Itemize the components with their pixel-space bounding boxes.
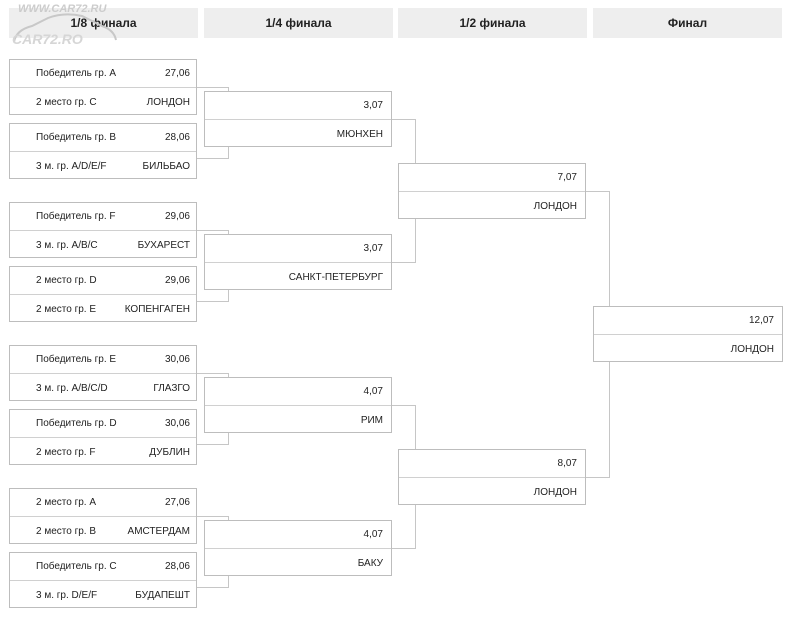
- connector-line: [586, 191, 610, 192]
- match-venue: ЛОНДОН: [146, 96, 190, 108]
- connector-line: [391, 405, 416, 406]
- match-date: 3,07: [363, 243, 383, 254]
- match-venue: ГЛАЗГО: [153, 382, 190, 394]
- sf-match-2[interactable]: 8,07 ЛОНДОН: [398, 449, 586, 505]
- team-away: 2 место гр. E: [36, 303, 97, 315]
- r16-match-3[interactable]: Победитель гр. F 29,06 3 м. гр. A/B/C БУХА…: [9, 202, 197, 258]
- match-date: 28,06: [164, 132, 190, 143]
- team-away: 2 место гр. B: [36, 525, 97, 537]
- connector-line: [391, 548, 416, 549]
- team-home: Победитель гр. E: [36, 354, 117, 365]
- match-venue: АМСТЕРДАМ: [127, 525, 190, 537]
- match-venue: МЮНХЕН: [336, 128, 383, 140]
- match-date: 8,07: [557, 458, 577, 469]
- team-home: Победитель гр. C: [36, 561, 117, 572]
- team-away: 3 м. гр. A/B/C: [36, 239, 98, 251]
- connector-line: [391, 262, 416, 263]
- connector-line: [197, 230, 229, 231]
- match-date: 12,07: [748, 315, 774, 326]
- match-venue: ЛОНДОН: [533, 486, 577, 498]
- header-semifinals: 1/2 финала: [398, 8, 587, 38]
- connector-line: [391, 119, 416, 120]
- r16-match-7[interactable]: 2 место гр. A 27,06 2 место гр. B АМСТЕРДА…: [9, 488, 197, 544]
- match-date: 28,06: [164, 561, 190, 572]
- team-home: 2 место гр. D: [36, 275, 97, 286]
- team-home: Победитель гр. D: [36, 418, 117, 429]
- header-round-of-16: 1/8 финала: [9, 8, 198, 38]
- connector-line: [197, 87, 229, 88]
- sf-match-1[interactable]: 7,07 ЛОНДОН: [398, 163, 586, 219]
- team-away: 3 м. гр. A/D/E/F: [36, 160, 107, 172]
- match-venue: БАКУ: [357, 557, 383, 569]
- team-home: 2 место гр. A: [36, 497, 97, 508]
- match-venue: БУХАРЕСТ: [137, 239, 190, 251]
- team-away: 3 м. гр. D/E/F: [36, 589, 98, 601]
- qf-match-4[interactable]: 4,07 БАКУ: [204, 520, 392, 576]
- r16-match-6[interactable]: Победитель гр. D 30,06 2 место гр. F ДУБЛИ…: [9, 409, 197, 465]
- connector-line: [197, 587, 229, 588]
- match-venue: ЛОНДОН: [533, 200, 577, 212]
- qf-match-2[interactable]: 3,07 САНКТ-ПЕТЕРБУРГ: [204, 234, 392, 290]
- match-date: 27,06: [164, 68, 190, 79]
- connector-line: [197, 301, 229, 302]
- match-venue: САНКТ-ПЕТЕРБУРГ: [288, 271, 383, 283]
- match-date: 3,07: [363, 100, 383, 111]
- connector-line: [197, 373, 229, 374]
- match-venue: КОПЕНГАГЕН: [124, 303, 190, 315]
- match-date: 7,07: [557, 172, 577, 183]
- r16-match-4[interactable]: 2 место гр. D 29,06 2 место гр. E КОПЕНГАГ…: [9, 266, 197, 322]
- r16-match-5[interactable]: Победитель гр. E 30,06 3 м. гр. A/B/C/D ГЛ…: [9, 345, 197, 401]
- header-quarterfinals: 1/4 финала: [204, 8, 393, 38]
- team-home: Победитель гр. F: [36, 211, 116, 222]
- connector-line: [197, 444, 229, 445]
- match-date: 27,06: [164, 497, 190, 508]
- match-date: 4,07: [363, 386, 383, 397]
- connector-line: [197, 158, 229, 159]
- match-venue: ЛОНДОН: [730, 343, 774, 355]
- qf-match-1[interactable]: 3,07 МЮНХЕН: [204, 91, 392, 147]
- team-home: Победитель гр. A: [36, 68, 117, 79]
- r16-match-2[interactable]: Победитель гр. B 28,06 3 м. гр. A/D/E/F БИ…: [9, 123, 197, 179]
- match-date: 29,06: [164, 211, 190, 222]
- match-venue: РИМ: [360, 414, 383, 426]
- match-date: 30,06: [164, 354, 190, 365]
- qf-match-3[interactable]: 4,07 РИМ: [204, 377, 392, 433]
- final-match[interactable]: 12,07 ЛОНДОН: [593, 306, 783, 362]
- match-date: 30,06: [164, 418, 190, 429]
- connector-line: [586, 477, 610, 478]
- match-date: 4,07: [363, 529, 383, 540]
- match-venue: БУДАПЕШТ: [135, 589, 190, 601]
- match-date: 29,06: [164, 275, 190, 286]
- connector-line: [197, 516, 229, 517]
- match-venue: БИЛЬБАО: [142, 160, 190, 172]
- team-away: 2 место гр. C: [36, 96, 97, 108]
- team-home: Победитель гр. B: [36, 132, 117, 143]
- r16-match-8[interactable]: Победитель гр. C 28,06 3 м. гр. D/E/F БУДА…: [9, 552, 197, 608]
- match-venue: ДУБЛИН: [149, 446, 190, 458]
- r16-match-1[interactable]: Победитель гр. A 27,06 2 место гр. C ЛОНДО…: [9, 59, 197, 115]
- header-final: Финал: [593, 8, 782, 38]
- team-away: 3 м. гр. A/B/C/D: [36, 382, 108, 394]
- team-away: 2 место гр. F: [36, 446, 96, 458]
